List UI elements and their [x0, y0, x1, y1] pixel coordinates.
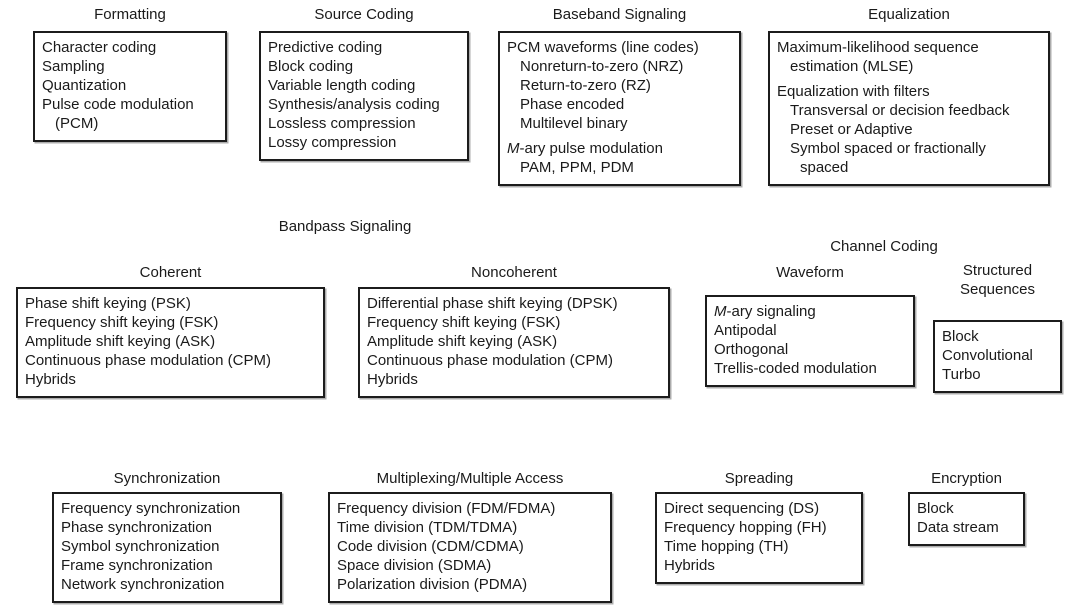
list-item: estimation (MLSE)	[790, 58, 914, 75]
list-item: Frequency synchronization	[61, 500, 241, 517]
list-item: Convolutional	[942, 347, 1033, 364]
list-item: Differential phase shift keying (DPSK)	[367, 295, 618, 312]
list-item: Phase synchronization	[61, 519, 212, 536]
list-item: Polarization division (PDMA)	[337, 576, 528, 593]
list-item: Turbo	[942, 366, 981, 383]
list-item: Nonreturn-to-zero (NRZ)	[520, 58, 684, 75]
list-item: Amplitude shift keying (ASK)	[367, 333, 558, 350]
list-item: Frequency hopping (FH)	[664, 519, 827, 536]
list-item: Frame synchronization	[61, 557, 213, 574]
section-heading-channel-coding: Channel Coding	[830, 238, 938, 255]
list-item: Lossy compression	[268, 134, 397, 151]
list-item: Transversal or decision feedback	[790, 102, 1010, 119]
group-box-equalization: Maximum-likelihood sequence estimation (M…	[768, 31, 1050, 186]
group-title-synchronization: Synchronization	[113, 470, 221, 487]
list-item: (PCM)	[55, 115, 99, 132]
list-item: Space division (SDMA)	[337, 557, 492, 574]
group-noncoherent: Noncoherent Differential phase shift key…	[358, 263, 670, 398]
list-item: Continuous phase modulation (CPM)	[25, 352, 271, 369]
list-item: Sampling	[42, 58, 105, 75]
list-item: M-ary pulse modulation	[507, 140, 663, 157]
list-item: Antipodal	[714, 322, 777, 339]
list-item: Network synchronization	[61, 576, 225, 593]
group-title-encryption: Encryption	[931, 470, 1002, 487]
group-title-coherent: Coherent	[139, 264, 202, 281]
group-spreading: Spreading Direct sequencing (DS) Frequenc…	[655, 469, 863, 584]
group-synchronization: Synchronization Frequency synchronizatio…	[52, 469, 282, 603]
list-item: Data stream	[917, 519, 999, 536]
group-baseband-signaling: Baseband Signaling PCM waveforms (line c…	[498, 5, 741, 186]
group-title-structured-sequences: Structured Sequences	[959, 262, 1036, 298]
list-item: Phase encoded	[520, 96, 625, 113]
group-box-multiplexing-multiple-access: Frequency division (FDM/FDMA) Time divisi…	[328, 492, 612, 603]
list-item: Block	[917, 500, 954, 517]
list-item: Time hopping (TH)	[664, 538, 789, 555]
list-item: Trellis-coded modulation	[714, 360, 877, 377]
list-item: Lossless compression	[268, 115, 416, 132]
list-item: Pulse code modulation	[42, 96, 194, 113]
group-multiplexing-multiple-access: Multiplexing/Multiple Access Frequency d…	[328, 469, 612, 603]
group-title-waveform: Waveform	[776, 264, 844, 281]
group-coherent: Coherent Phase shift keying (PSK) Frequen…	[16, 263, 325, 398]
list-item: Hybrids	[664, 557, 715, 574]
group-box-noncoherent: Differential phase shift keying (DPSK) Fr…	[358, 287, 670, 398]
list-item: Block	[942, 328, 979, 345]
list-item: M-ary signaling	[714, 303, 816, 320]
list-item: Character coding	[42, 39, 157, 56]
list-item: Code division (CDM/CDMA)	[337, 538, 524, 555]
list-item: Frequency shift keying (FSK)	[25, 314, 219, 331]
group-box-baseband-signaling: PCM waveforms (line codes) Nonreturn-to-z…	[498, 31, 741, 186]
list-item: PAM, PPM, PDM	[520, 159, 634, 176]
group-box-coherent: Phase shift keying (PSK) Frequency shift …	[16, 287, 325, 398]
list-item: Time division (TDM/TDMA)	[337, 519, 518, 536]
group-box-spreading: Direct sequencing (DS) Frequency hopping …	[655, 492, 863, 584]
list-item: Frequency shift keying (FSK)	[367, 314, 561, 331]
group-title-source-coding: Source Coding	[314, 6, 414, 23]
group-equalization: Equalization Maximum-likelihood sequence…	[768, 5, 1050, 186]
list-item: Preset or Adaptive	[790, 121, 913, 138]
group-title-formatting: Formatting	[94, 6, 166, 23]
list-item: Hybrids	[367, 371, 418, 388]
list-item: Phase shift keying (PSK)	[25, 295, 191, 312]
section-heading-bandpass-signaling: Bandpass Signaling	[278, 218, 412, 235]
list-item: Hybrids	[25, 371, 76, 388]
list-item: Variable length coding	[268, 77, 416, 94]
list-item: Maximum-likelihood sequence	[777, 39, 979, 56]
list-item: Frequency division (FDM/FDMA)	[337, 500, 556, 517]
list-item: Orthogonal	[714, 341, 789, 358]
list-item: Quantization	[42, 77, 127, 94]
list-item: Continuous phase modulation (CPM)	[367, 352, 613, 369]
list-item: Multilevel binary	[520, 115, 628, 132]
group-title-equalization: Equalization	[868, 6, 950, 23]
list-item: spaced	[800, 159, 849, 176]
list-item: Synthesis/analysis coding	[268, 96, 440, 113]
group-title-baseband-signaling: Baseband Signaling	[552, 6, 687, 23]
list-item: Symbol spaced or fractionally	[790, 140, 986, 157]
group-title-spreading: Spreading	[724, 470, 794, 487]
list-item: Direct sequencing (DS)	[664, 500, 820, 517]
list-item: Return-to-zero (RZ)	[520, 77, 651, 94]
list-item: PCM waveforms (line codes)	[507, 39, 699, 56]
list-item: Predictive coding	[268, 39, 383, 56]
list-item: Symbol synchronization	[61, 538, 220, 555]
group-title-noncoherent: Noncoherent	[471, 264, 557, 281]
list-item: Equalization with filters	[777, 83, 930, 100]
list-item: Amplitude shift keying (ASK)	[25, 333, 216, 350]
list-item: Block coding	[268, 58, 354, 75]
group-title-multiplexing-multiple-access: Multiplexing/Multiple Access	[376, 470, 564, 487]
